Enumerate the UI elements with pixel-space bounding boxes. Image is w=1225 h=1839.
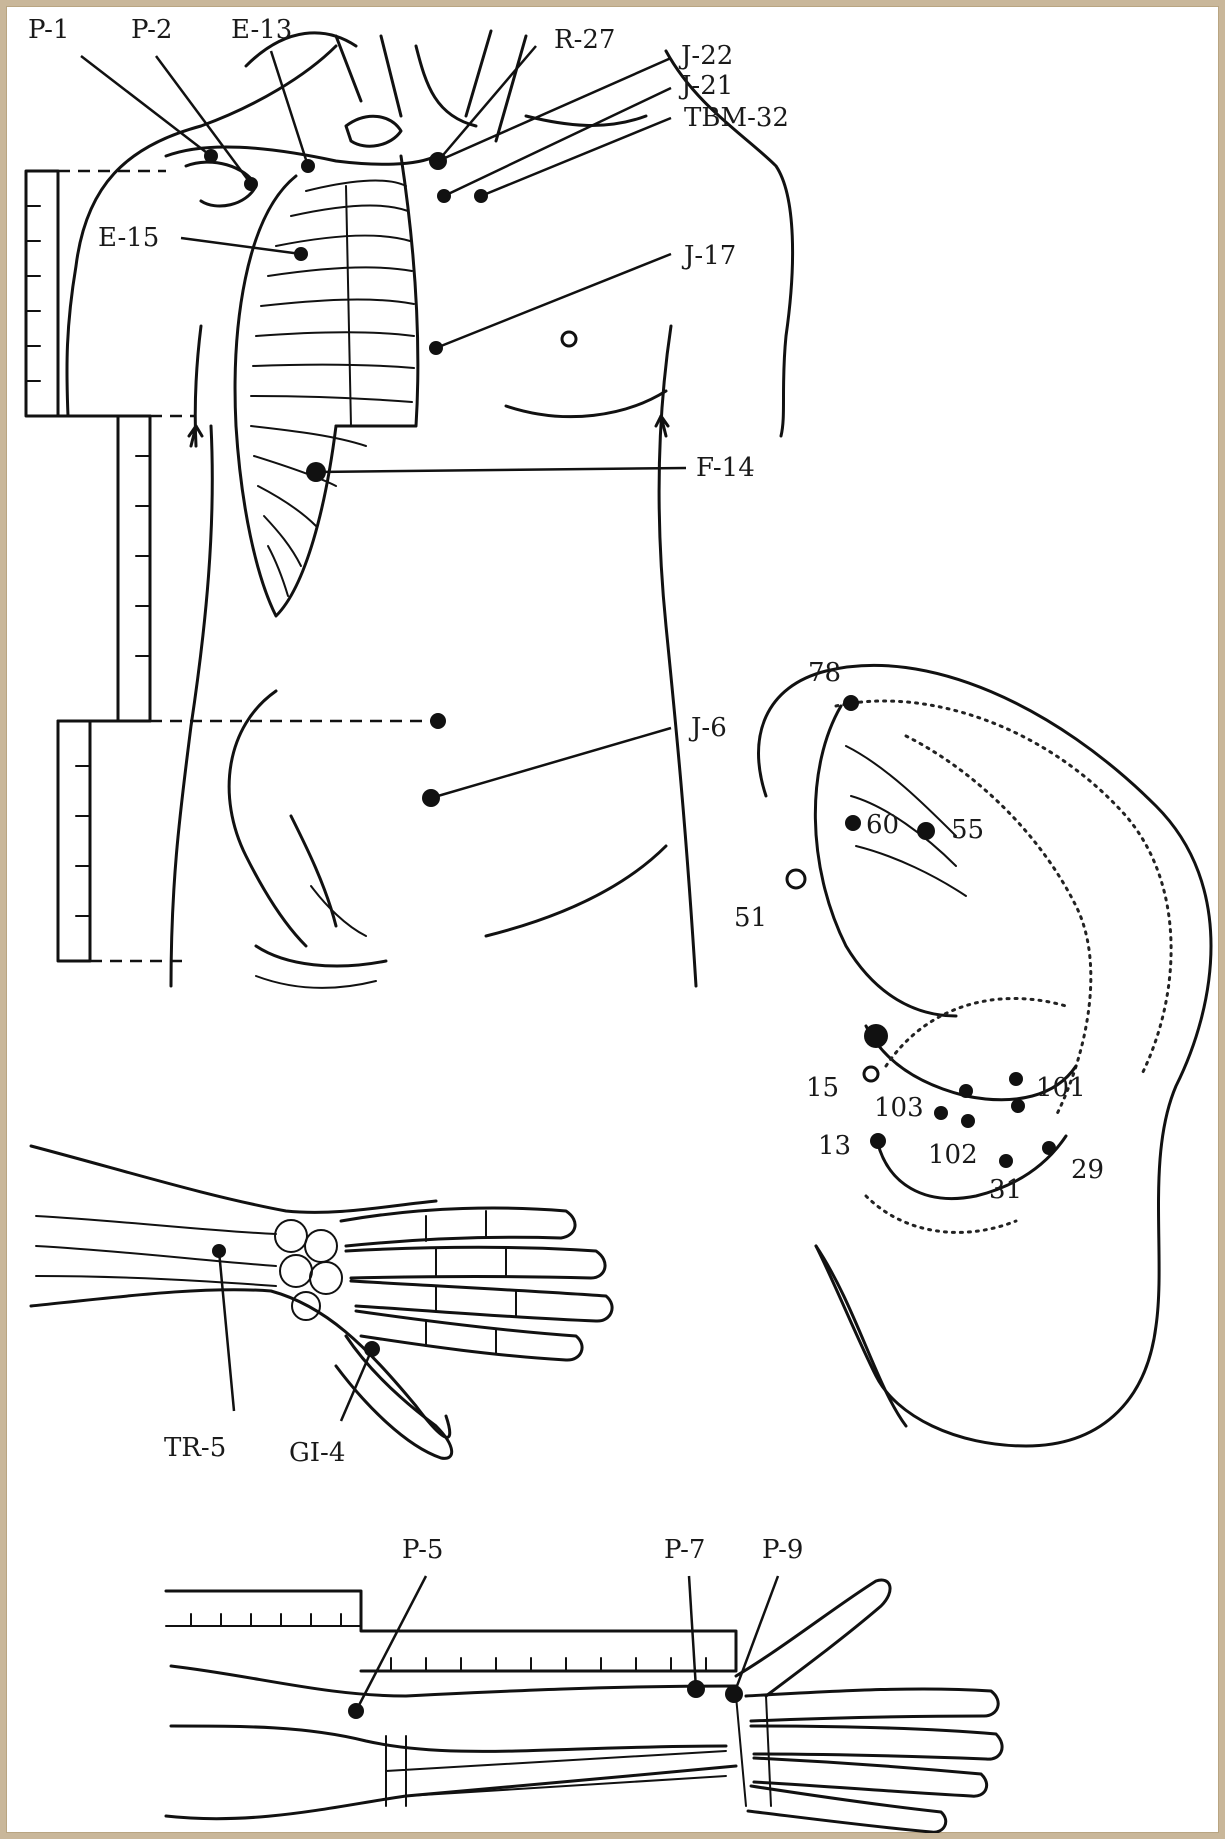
label-ear-103: 103	[874, 1093, 924, 1123]
chest-fold	[506, 391, 666, 417]
forearm-ruler	[166, 1591, 736, 1671]
label-r27: R-27	[554, 25, 615, 55]
label-ear-15: 15	[806, 1073, 839, 1103]
ruler-upper	[26, 171, 58, 416]
ear-point-31: 31	[989, 1154, 1022, 1205]
forearm-outline	[166, 1666, 736, 1819]
thumb	[336, 1336, 452, 1458]
forearm-points: P-5 P-7 P-9	[348, 1535, 803, 1719]
label-ear-51: 51	[734, 903, 767, 933]
point-e15: E-15	[98, 223, 308, 261]
point-j17: J-17	[429, 241, 736, 355]
label-p2: P-2	[131, 15, 172, 45]
label-j22: J-22	[678, 41, 733, 71]
ruler-middle	[118, 416, 150, 721]
nipple	[562, 332, 576, 346]
point-j21: J-21	[437, 71, 733, 203]
label-ear-102: 102	[928, 1140, 978, 1170]
ear-point-29: 29	[1042, 1141, 1104, 1185]
label-ear-55: 55	[951, 815, 984, 845]
point-tr5: TR-5	[164, 1244, 234, 1463]
humerus-head	[346, 116, 401, 146]
diagram-frame: P-1 P-2 E-13 R-27 J-22 J-21	[6, 6, 1219, 1833]
label-gi4: GI-4	[289, 1438, 345, 1468]
hand-forearm-outline	[31, 1146, 450, 1437]
ruler-lower	[58, 721, 90, 961]
ear-antihelix-shading	[906, 736, 1091, 1116]
point-j6-upper	[430, 713, 446, 729]
label-p7: P-7	[664, 1535, 705, 1565]
forearm-hand	[736, 1580, 1002, 1832]
point-p7: P-7	[664, 1535, 705, 1698]
label-ear-60: 60	[866, 810, 899, 840]
pelvis-detail	[256, 886, 376, 988]
label-tr5: TR-5	[164, 1433, 226, 1463]
ear-fossa-lines	[846, 746, 966, 896]
label-ear-78: 78	[808, 658, 841, 688]
label-j6: J-6	[688, 713, 727, 743]
left-flank	[171, 426, 212, 986]
ear-point-101: 101	[1009, 1072, 1086, 1113]
ear-points: 78 60 55 51 15 103 101	[734, 658, 1104, 1205]
point-f14: F-14	[189, 416, 755, 483]
torso-points: P-1 P-2 E-13 R-27 J-22 J-21	[28, 15, 789, 807]
point-p1: P-1	[28, 15, 218, 163]
label-e15: E-15	[98, 223, 159, 253]
ear-point-102: 102	[928, 1140, 978, 1170]
label-p5: P-5	[402, 1535, 443, 1565]
acupuncture-diagram: P-1 P-2 E-13 R-27 J-22 J-21	[6, 6, 1219, 1833]
label-e13: E-13	[231, 15, 292, 45]
ear-point-15: 15	[806, 1024, 888, 1103]
label-ear-29: 29	[1071, 1155, 1104, 1185]
torso-figure	[67, 31, 793, 988]
forearm-figure	[166, 1580, 1002, 1832]
label-p1: P-1	[28, 15, 69, 45]
label-tbm32: TBM-32	[684, 103, 789, 133]
ear-figure	[759, 665, 1212, 1446]
ear-point-51: 51	[734, 870, 805, 933]
neck-lines	[336, 31, 526, 141]
ear-point-60: 60	[845, 810, 899, 840]
label-f14: F-14	[696, 453, 755, 483]
point-tbm32: TBM-32	[474, 103, 789, 203]
ear-point-103: 103	[874, 1084, 975, 1128]
ear-helix	[759, 665, 1212, 1446]
ear-point-13: 13	[818, 1131, 886, 1161]
label-ear-31: 31	[989, 1175, 1022, 1205]
torso-rulers	[26, 171, 436, 961]
pelvis	[229, 691, 666, 966]
hand-points: TR-5 GI-4	[164, 1244, 380, 1468]
rib-cage	[235, 156, 418, 616]
label-ear-13: 13	[818, 1131, 851, 1161]
label-j21: J-21	[678, 71, 733, 101]
forearm-ruler-ticks	[191, 1614, 706, 1671]
ear-helix-shading	[836, 701, 1171, 1076]
label-j17: J-17	[681, 241, 736, 271]
fingers	[336, 1208, 612, 1458]
label-ear-101: 101	[1036, 1073, 1086, 1103]
hand-forearm-bones	[36, 1216, 276, 1286]
hand-figure	[31, 1146, 612, 1458]
label-p9: P-9	[762, 1535, 803, 1565]
